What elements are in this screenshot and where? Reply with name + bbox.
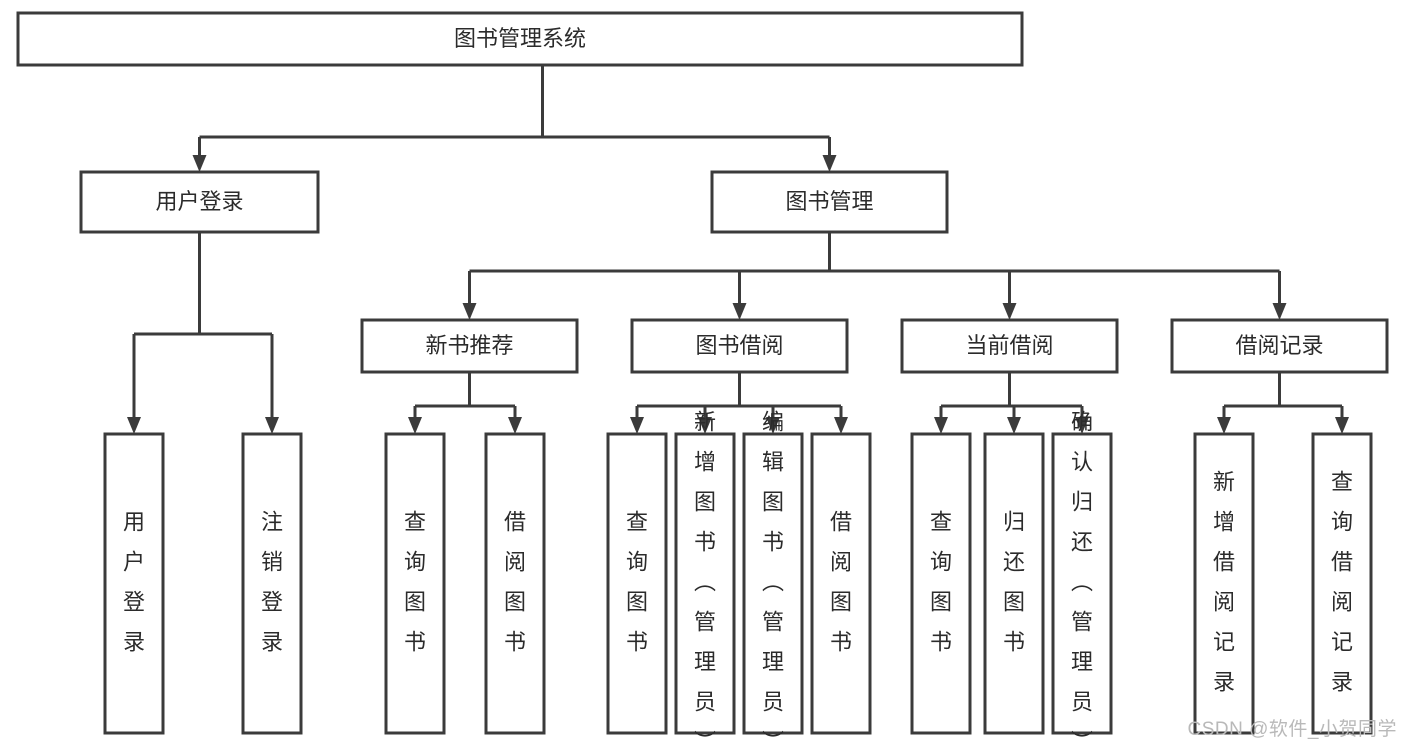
- arrow-head-icon: [1217, 417, 1231, 434]
- node-leaf[interactable]: 借阅图书: [484, 432, 546, 735]
- node-label: 当前借阅: [965, 333, 1053, 358]
- node-box: [710, 170, 949, 234]
- node-label: 确认归还︵管理员︶: [1071, 409, 1093, 747]
- arrow-head-icon: [1007, 417, 1021, 434]
- arrow-head-icon: [1272, 303, 1287, 320]
- arrow-head-icon: [766, 417, 780, 434]
- node-box: [360, 318, 579, 374]
- node-level2[interactable]: 新书推荐: [360, 318, 579, 374]
- node-leaf[interactable]: 确认归还︵管理员︶: [1051, 409, 1113, 747]
- node-box: [810, 432, 872, 735]
- node-leaf[interactable]: 归还图书: [983, 432, 1045, 735]
- node-box: [79, 170, 320, 234]
- node-box: [742, 432, 804, 735]
- node-label: 查询图书: [404, 509, 426, 654]
- node-label: 注销登录: [261, 509, 283, 654]
- node-leaf[interactable]: 查询图书: [910, 432, 972, 735]
- arrow-head-icon: [408, 417, 422, 434]
- node-label: 借阅记录: [1235, 333, 1323, 358]
- node-label: 查询图书: [930, 509, 952, 654]
- node-box: [1051, 432, 1113, 735]
- node-level2[interactable]: 图书借阅: [630, 318, 849, 374]
- node-level1[interactable]: 用户登录: [79, 170, 320, 234]
- node-box: [910, 432, 972, 735]
- arrow-head-icon: [192, 155, 207, 172]
- node-label: 新增借阅记录: [1213, 469, 1235, 694]
- node-label: 图书管理系统: [454, 26, 586, 51]
- node-label: 归还图书: [1003, 509, 1025, 654]
- node-leaf[interactable]: 借阅图书: [810, 432, 872, 735]
- arrow-head-icon: [1335, 417, 1349, 434]
- arrow-head-icon: [698, 417, 712, 434]
- node-level1[interactable]: 图书管理: [710, 170, 949, 234]
- node-label: 借阅图书: [830, 509, 852, 654]
- arrow-head-icon: [462, 303, 477, 320]
- node-root[interactable]: 图书管理系统: [16, 11, 1024, 67]
- node-leaf[interactable]: 查询借阅记录: [1311, 432, 1373, 735]
- node-label: 新书推荐: [425, 333, 513, 358]
- node-leaf[interactable]: 用户登录: [103, 432, 165, 735]
- arrow-head-icon: [822, 155, 837, 172]
- node-box: [103, 432, 165, 735]
- node-box: [630, 318, 849, 374]
- nodes-layer: 图书管理系统用户登录图书管理新书推荐图书借阅当前借阅借阅记录用户登录注销登录查询…: [16, 11, 1389, 747]
- node-box: [1311, 432, 1373, 735]
- node-box: [983, 432, 1045, 735]
- arrow-head-icon: [508, 417, 522, 434]
- node-box: [241, 432, 303, 735]
- node-label: 编辑图书︵管理员︶: [762, 409, 784, 747]
- arrow-head-icon: [934, 417, 948, 434]
- node-label: 新增图书︵管理员︶: [694, 409, 716, 747]
- arrow-head-icon: [834, 417, 848, 434]
- node-box: [1193, 432, 1255, 735]
- node-box: [674, 432, 736, 735]
- node-leaf[interactable]: 编辑图书︵管理员︶: [742, 409, 804, 747]
- node-leaf[interactable]: 新增借阅记录: [1193, 432, 1255, 735]
- node-box: [900, 318, 1119, 374]
- node-leaf[interactable]: 新增图书︵管理员︶: [674, 409, 736, 747]
- arrow-head-icon: [1075, 417, 1089, 434]
- arrow-head-icon: [127, 417, 141, 434]
- node-box: [1170, 318, 1389, 374]
- node-leaf[interactable]: 查询图书: [606, 432, 668, 735]
- arrow-head-icon: [732, 303, 747, 320]
- node-label: 图书借阅: [695, 333, 783, 358]
- node-box: [484, 432, 546, 735]
- arrow-head-icon: [1002, 303, 1017, 320]
- node-leaf[interactable]: 查询图书: [384, 432, 446, 735]
- node-box: [16, 11, 1024, 67]
- node-leaf[interactable]: 注销登录: [241, 432, 303, 735]
- arrow-head-icon: [630, 417, 644, 434]
- node-label: 查询借阅记录: [1331, 469, 1353, 694]
- node-label: 查询图书: [626, 509, 648, 654]
- node-box: [606, 432, 668, 735]
- arrow-head-icon: [265, 417, 279, 434]
- node-label: 图书管理: [785, 189, 873, 214]
- node-label: 用户登录: [155, 189, 243, 214]
- node-label: 借阅图书: [504, 509, 526, 654]
- node-level2[interactable]: 当前借阅: [900, 318, 1119, 374]
- node-box: [384, 432, 446, 735]
- node-label: 用户登录: [123, 509, 145, 654]
- connectors-layer: [127, 65, 1349, 434]
- node-level2[interactable]: 借阅记录: [1170, 318, 1389, 374]
